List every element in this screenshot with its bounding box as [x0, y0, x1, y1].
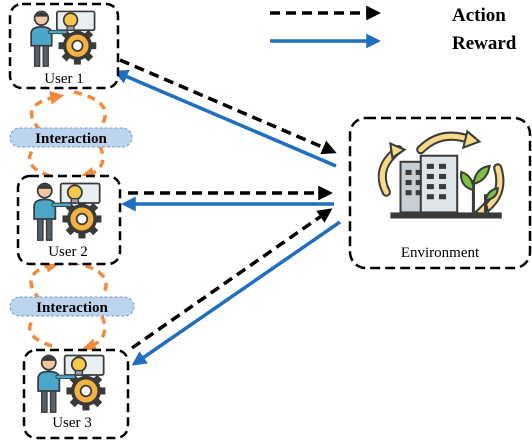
interaction-1-left-arc — [27, 146, 51, 178]
legend: Action Reward — [270, 5, 517, 54]
user-2-box: User 2 — [16, 174, 122, 266]
user3-links — [130, 208, 341, 366]
user-1-label: User 1 — [44, 71, 84, 87]
user3-action-arrow — [130, 208, 333, 350]
interaction-1-right-arc — [73, 90, 107, 129]
user2-links — [121, 185, 334, 212]
user-3-box: User 3 — [22, 348, 130, 440]
user1-reward-arrow — [113, 69, 337, 168]
user1-links — [113, 58, 337, 168]
user3-reward-arrow — [131, 220, 341, 366]
interaction-2-left-arc — [28, 316, 53, 348]
interaction-loop-1: Interaction — [9, 90, 133, 181]
interaction-1-pill — [9, 127, 133, 148]
interaction-2-down-arc — [81, 315, 107, 352]
interaction-2-pill — [9, 296, 135, 317]
interaction-1-up-arc — [29, 90, 65, 132]
interaction-2-right-arc — [71, 260, 108, 297]
environment-label: Environment — [401, 245, 480, 261]
interaction-1-down-arc — [79, 145, 105, 181]
user1-action-arrow — [119, 58, 337, 155]
user-3-label: User 3 — [52, 415, 92, 431]
user-2-label: User 2 — [48, 244, 88, 260]
environment-box: Environment — [348, 116, 532, 270]
user-1-box: User 1 — [8, 2, 120, 90]
interaction-2-up-arc — [29, 259, 61, 302]
reward-legend-label: Reward — [452, 33, 517, 54]
interaction-2-label: Interaction — [36, 300, 108, 316]
action-legend-label: Action — [452, 5, 506, 26]
interaction-loop-2: Interaction — [9, 259, 135, 352]
interaction-1-label: Interaction — [35, 131, 107, 147]
